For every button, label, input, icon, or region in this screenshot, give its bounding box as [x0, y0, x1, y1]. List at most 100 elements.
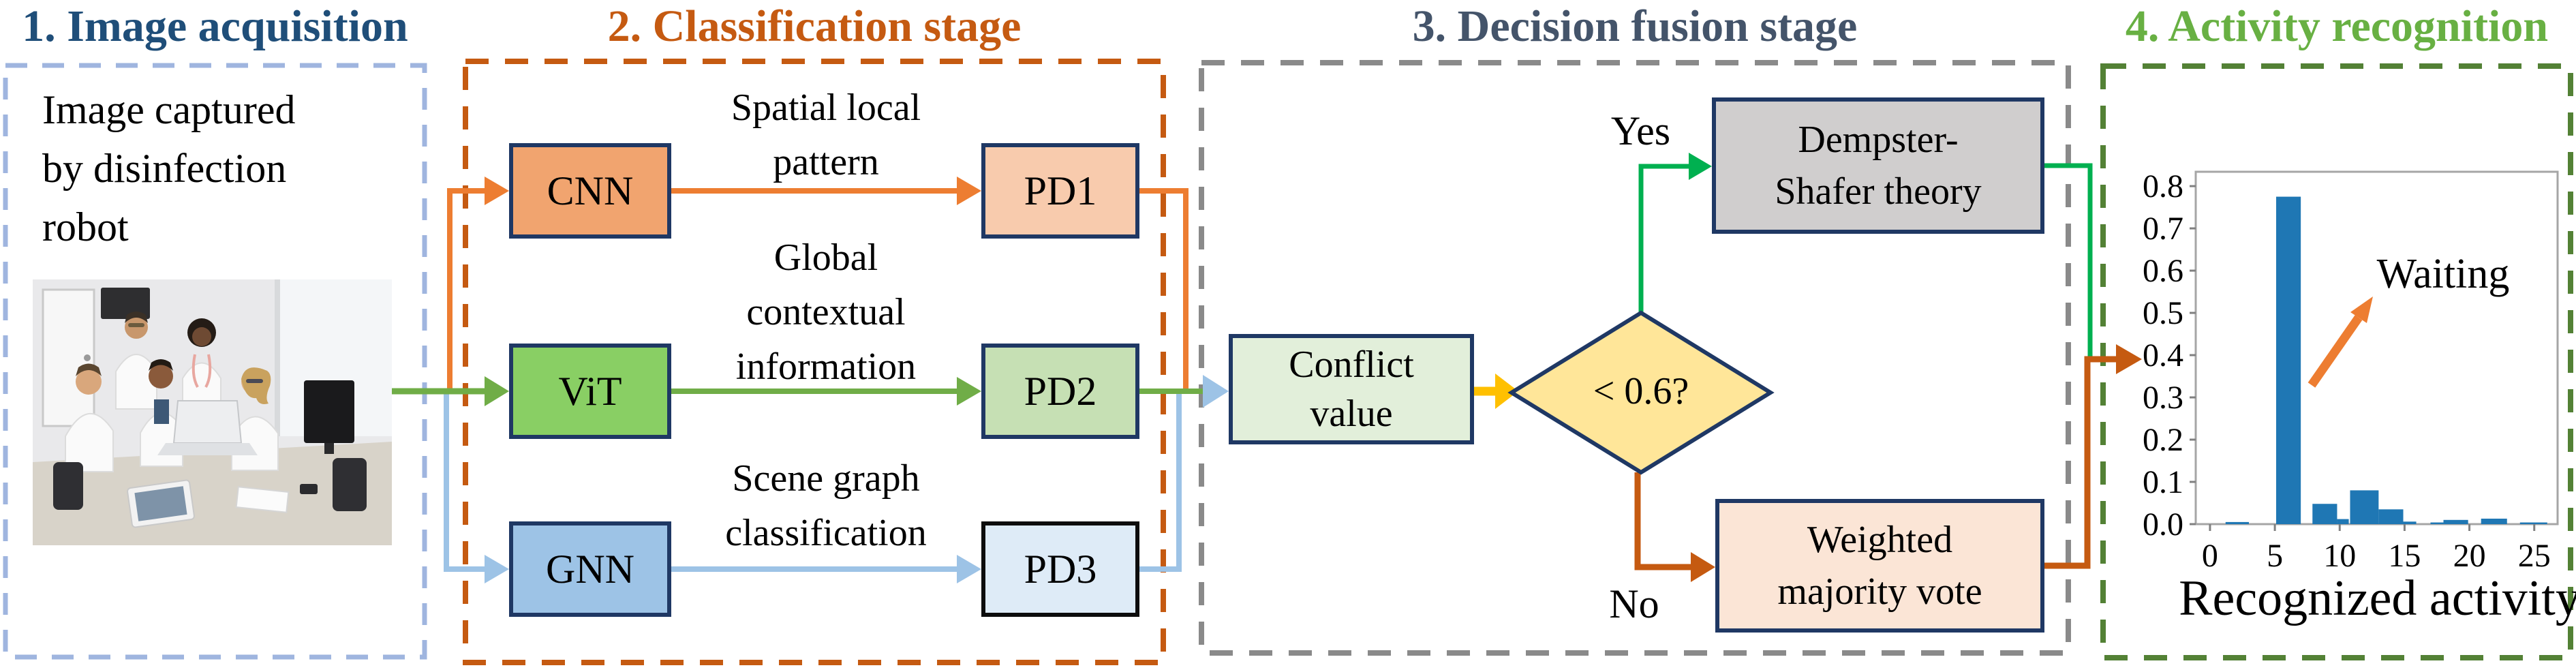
panel2-dashed-border [463, 59, 1166, 665]
gnn-path-label-line: Scene graph [732, 457, 920, 500]
pd3-box-label: PD3 [1024, 547, 1097, 592]
bar [2337, 519, 2349, 524]
vit-path-label-line: contextual [746, 291, 906, 333]
photo-person-glasses [128, 323, 144, 327]
vit-box: ViT [509, 344, 671, 439]
photo-papers [235, 486, 290, 513]
to-activity-arrowhead [2116, 344, 2142, 374]
cnn-path-label-line: Spatial local [731, 87, 921, 129]
photo-wall-monitor [101, 288, 150, 319]
photo-xray-image [134, 486, 187, 521]
stage1-title: 1. Image acquisition [22, 1, 408, 51]
photo-person-head [192, 327, 211, 346]
photo-illustration [33, 279, 392, 545]
photo-person-coat [115, 354, 157, 410]
photo-person-coat [182, 362, 221, 413]
ds-output-line [2044, 163, 2093, 359]
chart-plot-frame [2194, 170, 2559, 526]
chart-x-axis-label: Recognized activity [2179, 570, 2576, 626]
pd3-box: PD3 [981, 521, 1139, 617]
photo-desk-monitor [304, 380, 354, 443]
bar [2312, 504, 2337, 524]
x-tick-label: 10 [2323, 538, 2356, 574]
chart-bars [2225, 196, 2547, 524]
photo-person-coat [65, 412, 114, 472]
photo-laptop-screen [172, 400, 243, 444]
bar [2403, 521, 2417, 524]
bar [2519, 522, 2547, 524]
gnn-box: GNN [509, 521, 671, 617]
bar [2225, 521, 2250, 524]
yes-label: Yes [1610, 108, 1671, 153]
conflict-value-box: Conflict value [1229, 334, 1474, 444]
waiting-annotation: Waiting [2377, 251, 2510, 297]
dempster-shafer-line: Shafer theory [1775, 170, 1982, 213]
vit-to-pd2-arrowhead [957, 377, 981, 406]
cnn-to-pd1-arrowhead [957, 177, 981, 205]
gnn-path-label: Scene graph classification [673, 451, 979, 560]
panel1-dashed-border [3, 63, 427, 660]
photo-laptop-base [157, 443, 258, 455]
pd2-box-label: PD2 [1024, 369, 1097, 414]
x-tick-label: 20 [2453, 538, 2486, 574]
gnn-path-label-line: classification [725, 512, 927, 554]
photo-person-head [149, 364, 173, 389]
stage3-title: 3. Decision fusion stage [1412, 1, 1858, 51]
no-branch-arrowhead [1691, 552, 1715, 582]
bar [2350, 490, 2379, 524]
decision-diamond [1507, 310, 1775, 475]
pd1-box: PD1 [981, 143, 1139, 239]
pd3-merge-line [1139, 394, 1182, 572]
yes-branch-line [1638, 164, 1690, 312]
cnn-box: CNN [509, 143, 671, 239]
branch-to-cnn-line [447, 188, 485, 391]
panel3-dashed-border [1199, 60, 2071, 656]
x-tick-label: 25 [2518, 538, 2551, 574]
y-tick-label: 0.2 [2143, 422, 2183, 458]
photo-window-frame [275, 279, 280, 436]
vit-path-label-line: Global [773, 237, 878, 279]
yes-branch-arrowhead [1689, 153, 1712, 180]
vit-path-label-line: information [735, 346, 917, 388]
dempster-shafer-line: Dempster- [1798, 119, 1959, 161]
photo-person-hair [125, 311, 148, 323]
caption-line: by disinfection [42, 146, 287, 191]
y-tick-label: 0.4 [2143, 337, 2183, 374]
chart-y-axis-ticks: 0.00.10.20.30.40.50.60.70.8 [2143, 168, 2196, 543]
photo-person-head [76, 369, 102, 395]
photo-desk [33, 442, 392, 545]
y-tick-label: 0.8 [2143, 168, 2183, 204]
photo-stethoscope [191, 354, 212, 388]
waiting-arrowhead [2350, 296, 2373, 323]
y-tick-label: 0.5 [2143, 295, 2183, 331]
wmv-output-line [2044, 356, 2117, 569]
photo-person-shirt [154, 399, 169, 424]
cnn-box-label: CNN [547, 168, 634, 213]
y-tick-label: 0.7 [2143, 211, 2183, 247]
gnn-box-label: GNN [546, 547, 634, 592]
photo-phone [300, 484, 318, 494]
y-tick-label: 0.0 [2143, 506, 2183, 543]
vit-box-label: ViT [558, 369, 622, 414]
dempster-shafer-box: Dempster- Shafer theory [1712, 97, 2044, 234]
weighted-majority-vote-line: majority vote [1777, 570, 1982, 613]
weighted-majority-vote-line: Weighted [1807, 519, 1953, 561]
photo-chair [53, 462, 83, 510]
x-tick-label: 5 [2267, 538, 2283, 574]
x-tick-label: 0 [2202, 538, 2218, 574]
branch-to-vit-arrowhead [485, 376, 509, 406]
bar [2481, 518, 2507, 524]
branch-to-gnn-line [444, 391, 485, 572]
caption-line: robot [42, 204, 129, 249]
bar [2430, 522, 2444, 524]
photo-door-handle [84, 354, 91, 361]
branch-to-gnn-arrowhead [485, 555, 509, 583]
stage4-title: 4. Activity recognition [2125, 1, 2549, 51]
panel1-caption: Image captured by disinfection robot [42, 80, 410, 256]
conflict-to-diamond-arrowhead [1495, 374, 1518, 409]
y-tick-label: 0.3 [2143, 380, 2183, 416]
